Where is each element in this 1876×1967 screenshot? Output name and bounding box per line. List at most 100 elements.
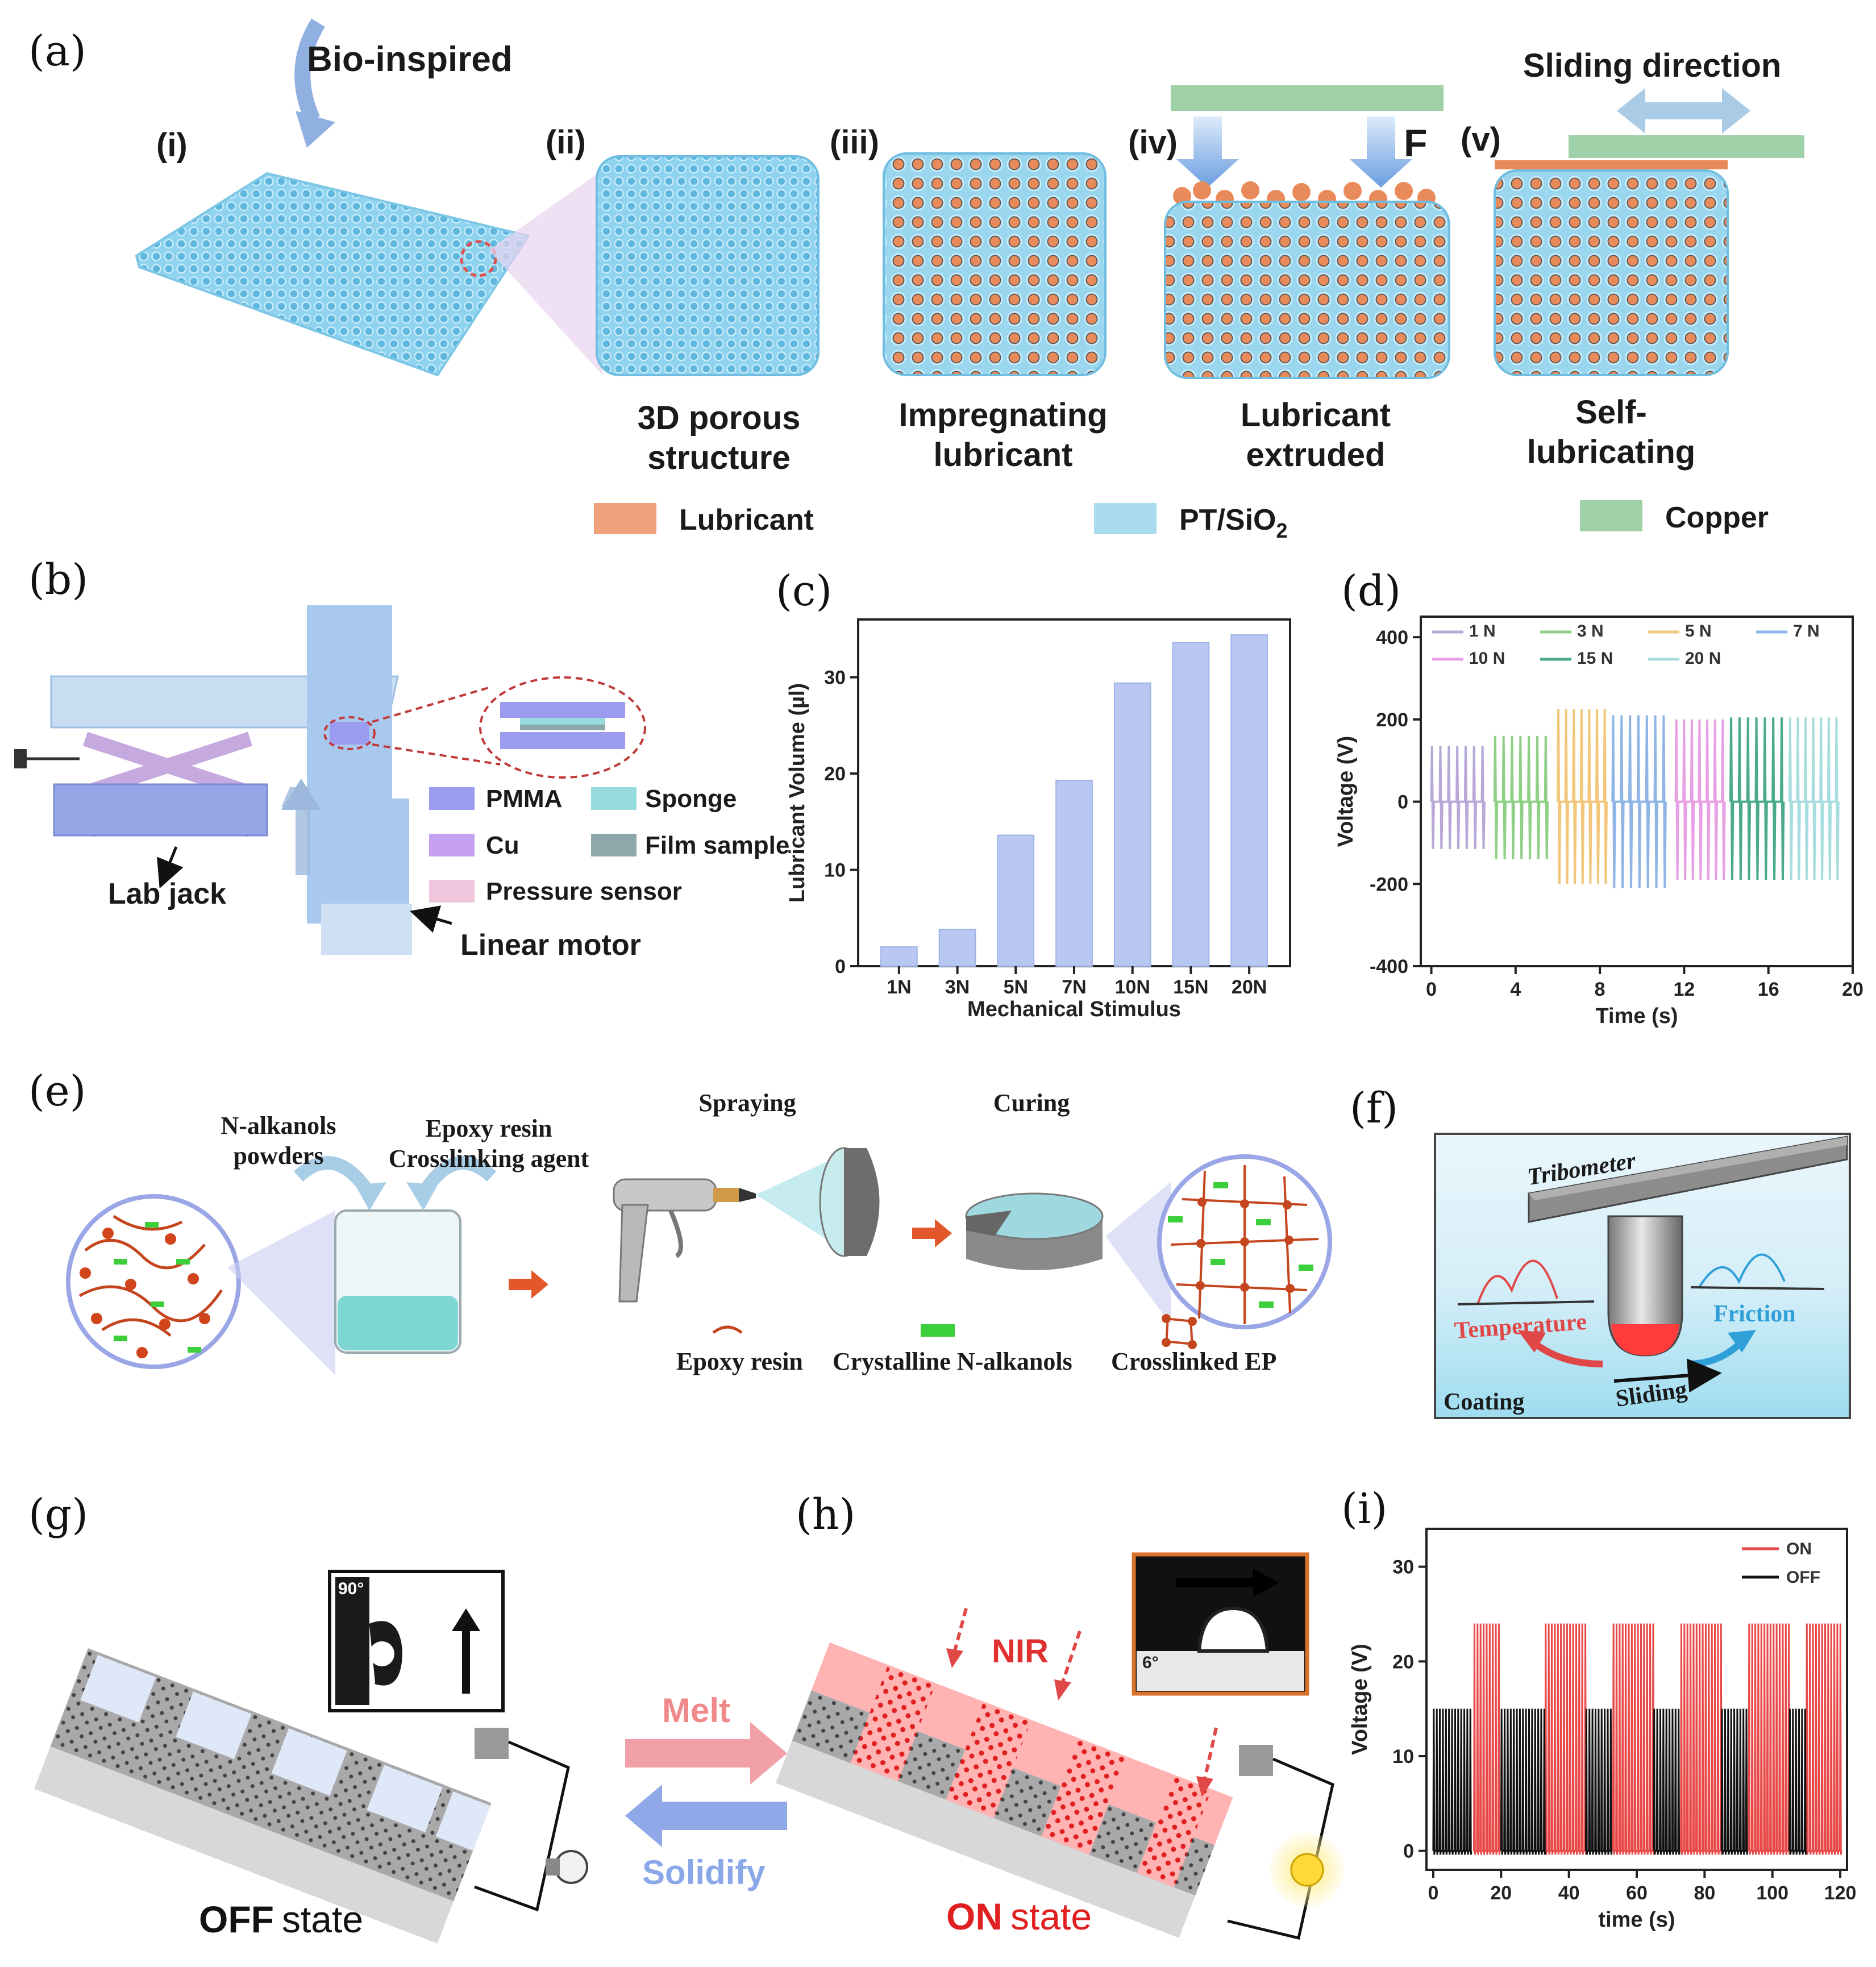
zoom-sponge bbox=[520, 718, 605, 725]
copper-plate-iv bbox=[1171, 85, 1444, 111]
cube-porous bbox=[596, 155, 820, 376]
bar bbox=[1172, 642, 1210, 967]
solidify-arrow bbox=[625, 1785, 787, 1847]
panel-label-f: (f) bbox=[1350, 1084, 1398, 1133]
off-composite-layer bbox=[50, 1696, 473, 1902]
legend-label: ON bbox=[1786, 1540, 1812, 1558]
x-tick-label: 40 bbox=[1558, 1882, 1580, 1904]
spraying-label: Spraying bbox=[698, 1089, 796, 1117]
lab-jack-label: Lab jack bbox=[108, 878, 226, 910]
sample-zoom-ring bbox=[323, 716, 376, 750]
legend-label: 1 N bbox=[1469, 622, 1496, 641]
off-substrate bbox=[34, 1744, 455, 1944]
linear-motor-label: Linear motor bbox=[460, 929, 641, 962]
x-tick-label: 20 bbox=[1842, 979, 1863, 1000]
series-line bbox=[1729, 717, 1785, 880]
cured-disc bbox=[965, 1192, 1104, 1270]
copper-plate-v bbox=[1569, 135, 1804, 158]
series-line bbox=[1500, 1708, 1546, 1855]
step-v-num: (v) bbox=[1461, 121, 1501, 158]
step-iii-num: (iii) bbox=[830, 124, 879, 161]
series-line bbox=[1788, 717, 1840, 880]
x-tick-label: 100 bbox=[1756, 1882, 1788, 1904]
lubricant-film bbox=[1495, 160, 1728, 169]
lab-jack-pointer bbox=[157, 846, 184, 889]
x-tick-label: 1N bbox=[887, 976, 911, 998]
y-tick-label: -400 bbox=[1370, 956, 1408, 978]
zoom-cone bbox=[489, 170, 602, 375]
x-tick-label: 5N bbox=[1004, 976, 1028, 998]
legend-swatch-lubricant bbox=[594, 503, 656, 534]
y-tick-label: 20 bbox=[1392, 1651, 1414, 1673]
x-axis-title: Mechanical Stimulus bbox=[967, 997, 1181, 1021]
cube-extruded bbox=[1164, 201, 1450, 379]
legend-crosslinked: Crosslinked EP bbox=[1111, 1348, 1276, 1375]
panel-label-g: (g) bbox=[28, 1490, 88, 1539]
lab-jack-knob bbox=[14, 749, 27, 768]
bar bbox=[1055, 779, 1093, 967]
caption-iv-line2: extruded bbox=[1246, 436, 1386, 473]
panel-label-i: (i) bbox=[1341, 1484, 1387, 1533]
on-droplet bbox=[1197, 1606, 1270, 1653]
force-arrow-right bbox=[1350, 117, 1412, 188]
series-line bbox=[1612, 1623, 1655, 1855]
legend-label: 20 N bbox=[1685, 649, 1721, 668]
series-line bbox=[1544, 1623, 1587, 1855]
series-line bbox=[1788, 1708, 1807, 1855]
pour-arrow-right bbox=[417, 1156, 497, 1197]
cube-self-lubricating bbox=[1494, 169, 1729, 376]
panel-f: (f) Tribometer Temperature Friction Slid… bbox=[1350, 1084, 1851, 1419]
legend-crosslinked-icon bbox=[1162, 1314, 1197, 1349]
y-axis-title: Lubricant Volume (µl) bbox=[785, 683, 809, 903]
zoom-circle bbox=[460, 240, 497, 277]
x-tick-label: 0 bbox=[1428, 1882, 1438, 1904]
y-tick-label: 0 bbox=[835, 956, 846, 978]
series-line bbox=[1720, 1708, 1749, 1855]
y-tick-label: 30 bbox=[824, 667, 846, 689]
y-axis-title: Voltage (V) bbox=[1334, 736, 1358, 847]
nir-arrows bbox=[953, 1608, 1218, 1779]
y-tick-label: 400 bbox=[1376, 627, 1408, 648]
x-tick-label: 10N bbox=[1115, 976, 1150, 998]
off-circuit-wire bbox=[474, 1740, 570, 1912]
mixture-crystals bbox=[114, 1222, 201, 1353]
nir-label: NIR bbox=[992, 1633, 1049, 1670]
series-line bbox=[1584, 1708, 1613, 1855]
off-angle-label: 90° bbox=[338, 1579, 364, 1598]
sliding-direction-label: Sliding direction bbox=[1523, 47, 1781, 84]
x-axis-title: time (s) bbox=[1598, 1908, 1675, 1932]
bar bbox=[1230, 634, 1268, 967]
y-tick-label: 0 bbox=[1397, 792, 1408, 813]
friction-baseline bbox=[1690, 1286, 1825, 1290]
legend-copper: Copper bbox=[1665, 501, 1769, 534]
y-tick-label: -200 bbox=[1370, 874, 1408, 895]
curing-label: Curing bbox=[993, 1089, 1070, 1117]
mixture-particles bbox=[80, 1228, 210, 1358]
friction-label: Friction bbox=[1713, 1301, 1796, 1327]
off-bulb-icon bbox=[546, 1850, 588, 1884]
series-line bbox=[1805, 1623, 1842, 1855]
step-arrow-1 bbox=[509, 1270, 548, 1299]
step-i-num: (i) bbox=[156, 127, 188, 164]
on-melted-pockets bbox=[850, 1665, 1212, 1887]
tribometer-arm-top bbox=[1529, 1137, 1847, 1200]
x-tick-label: 7N bbox=[1062, 976, 1086, 998]
legend-swatch-ptsio2 bbox=[1094, 503, 1157, 534]
nir-arrow-head-3 bbox=[1196, 1776, 1213, 1797]
linear-motor-pointer bbox=[410, 905, 452, 933]
x-tick-label: 120 bbox=[1824, 1882, 1857, 1904]
legend-label: OFF bbox=[1786, 1568, 1820, 1587]
legend-epoxy: Epoxy resin bbox=[676, 1348, 803, 1375]
legend-b-swatch-cu bbox=[429, 834, 475, 856]
step-iv-num: (iv) bbox=[1128, 124, 1178, 161]
bar bbox=[1113, 682, 1151, 967]
bar bbox=[880, 946, 918, 967]
series-line bbox=[1680, 1623, 1723, 1855]
temperature-baseline bbox=[1457, 1300, 1595, 1305]
panel-label-a: (a) bbox=[28, 27, 86, 76]
solidify-label: Solidify bbox=[642, 1853, 766, 1891]
y-tick-label: 10 bbox=[824, 860, 846, 881]
on-angle-label: 6° bbox=[1142, 1653, 1159, 1672]
